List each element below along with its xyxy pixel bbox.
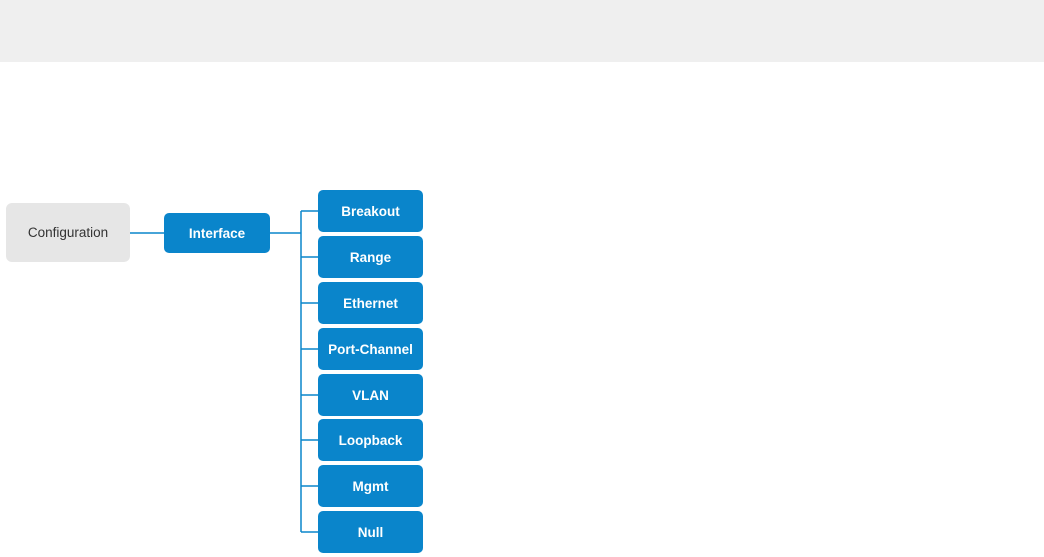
node-vlan: VLAN [318,374,423,416]
node-ethernet: Ethernet [318,282,423,324]
node-breakout: Breakout [318,190,423,232]
node-mgmt: Mgmt [318,465,423,507]
node-interface: Interface [164,213,270,253]
node-null: Null [318,511,423,553]
node-configuration: Configuration [6,203,130,262]
node-port-channel: Port-Channel [318,328,423,370]
node-loopback: Loopback [318,419,423,461]
node-range: Range [318,236,423,278]
header-band [0,0,1044,62]
